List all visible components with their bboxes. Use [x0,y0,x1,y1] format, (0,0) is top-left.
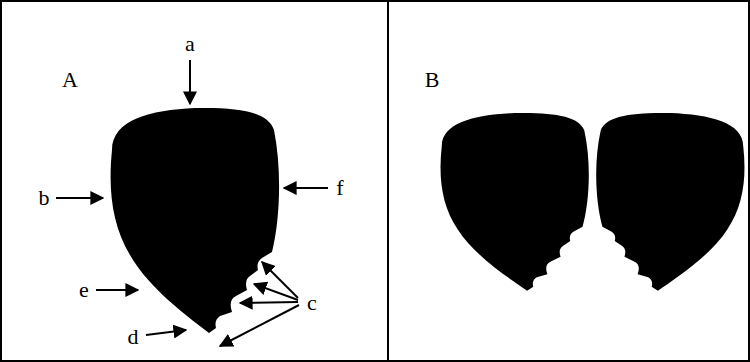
tooth-silhouette [441,113,589,291]
panel-divider [387,1,389,361]
part-letter: f [336,177,343,199]
part-letter: c [307,292,317,314]
pointer-arrows [56,60,328,346]
part-letter: e [79,279,89,301]
part-letter: b [39,187,50,209]
part-letter: a [185,33,195,55]
panel-letter: A [62,69,78,91]
panel-letter: B [425,69,440,91]
tooth-silhouette [111,108,280,333]
tooth-silhouette [596,113,744,291]
part-letter: d [128,326,139,348]
